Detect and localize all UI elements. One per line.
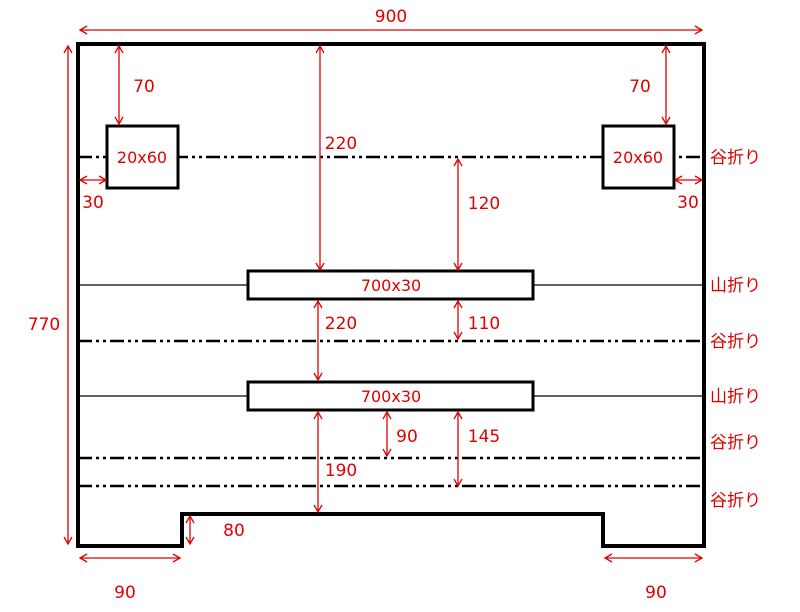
arrowhead bbox=[185, 536, 195, 546]
left-foot-width-label: 90 bbox=[114, 583, 136, 603]
arrowhead bbox=[315, 262, 325, 272]
upper-slot-to-fold-label: 110 bbox=[468, 314, 500, 334]
right-margin-label: 30 bbox=[677, 193, 699, 213]
arrowhead bbox=[185, 514, 195, 524]
top-left-gap-label: 70 bbox=[133, 77, 155, 97]
arrowhead bbox=[603, 553, 613, 563]
between-slots-label: 220 bbox=[325, 314, 357, 334]
left-hole bbox=[105, 124, 180, 190]
right-hole bbox=[601, 124, 676, 190]
arrowhead bbox=[453, 478, 463, 488]
lower-slot bbox=[246, 380, 535, 412]
arrowhead bbox=[453, 410, 463, 420]
fold-to-upper-slot-label: 120 bbox=[468, 194, 500, 214]
arrowhead bbox=[453, 331, 463, 341]
arrowhead bbox=[114, 44, 124, 54]
valley-fold-label-2: 谷折り bbox=[710, 332, 761, 352]
to-upper-slot-label: 220 bbox=[325, 134, 357, 154]
arrowhead bbox=[661, 44, 671, 54]
arrowhead bbox=[172, 553, 182, 563]
arrowhead bbox=[382, 410, 392, 420]
arrowhead bbox=[382, 448, 392, 458]
arrowhead bbox=[78, 553, 88, 563]
left-margin-label: 30 bbox=[82, 193, 104, 213]
top-right-gap-label: 70 bbox=[629, 77, 651, 97]
arrowhead bbox=[694, 175, 704, 185]
arrowhead bbox=[313, 299, 323, 309]
arrowhead bbox=[98, 175, 108, 185]
mountain-fold-label-1: 山折り bbox=[710, 276, 761, 296]
overall-height-label: 770 bbox=[28, 315, 60, 335]
upper-slot bbox=[246, 269, 535, 301]
overall-width-label: 900 bbox=[375, 7, 407, 27]
arrowhead bbox=[78, 175, 88, 185]
lower-slot-to-fold-b-label: 145 bbox=[468, 427, 500, 447]
notch-height-label: 80 bbox=[223, 521, 245, 541]
valley-fold-label-4: 谷折り bbox=[710, 491, 761, 511]
arrowhead bbox=[661, 116, 671, 126]
dimension-arrows bbox=[63, 25, 704, 563]
arrowhead bbox=[313, 410, 323, 420]
arrowhead bbox=[453, 262, 463, 272]
arrowhead bbox=[114, 116, 124, 126]
mountain-fold-label-2: 山折り bbox=[710, 387, 761, 407]
arrowhead bbox=[78, 25, 88, 35]
valley-fold-label-1: 谷折り bbox=[710, 148, 761, 168]
arrowhead bbox=[453, 157, 463, 167]
arrowhead bbox=[673, 175, 683, 185]
valley-fold-label-3: 谷折り bbox=[710, 433, 761, 453]
arrowhead bbox=[63, 536, 73, 546]
left-hole-label: 20x60 bbox=[117, 148, 167, 167]
lower-slot-to-bottom-label: 190 bbox=[325, 461, 357, 481]
arrowhead bbox=[313, 372, 323, 382]
arrowhead bbox=[315, 44, 325, 54]
arrowhead bbox=[694, 25, 704, 35]
arrowhead bbox=[694, 553, 704, 563]
lower-slot-to-fold-a-label: 90 bbox=[396, 427, 418, 447]
arrowhead bbox=[313, 504, 323, 514]
arrowhead bbox=[63, 44, 73, 54]
lower-slot-label: 700x30 bbox=[361, 387, 421, 406]
upper-slot-label: 700x30 bbox=[361, 276, 421, 295]
right-foot-width-label: 90 bbox=[645, 583, 667, 603]
right-hole-label: 20x60 bbox=[613, 148, 663, 167]
panel-outline bbox=[76, 42, 706, 548]
arrowhead bbox=[453, 299, 463, 309]
